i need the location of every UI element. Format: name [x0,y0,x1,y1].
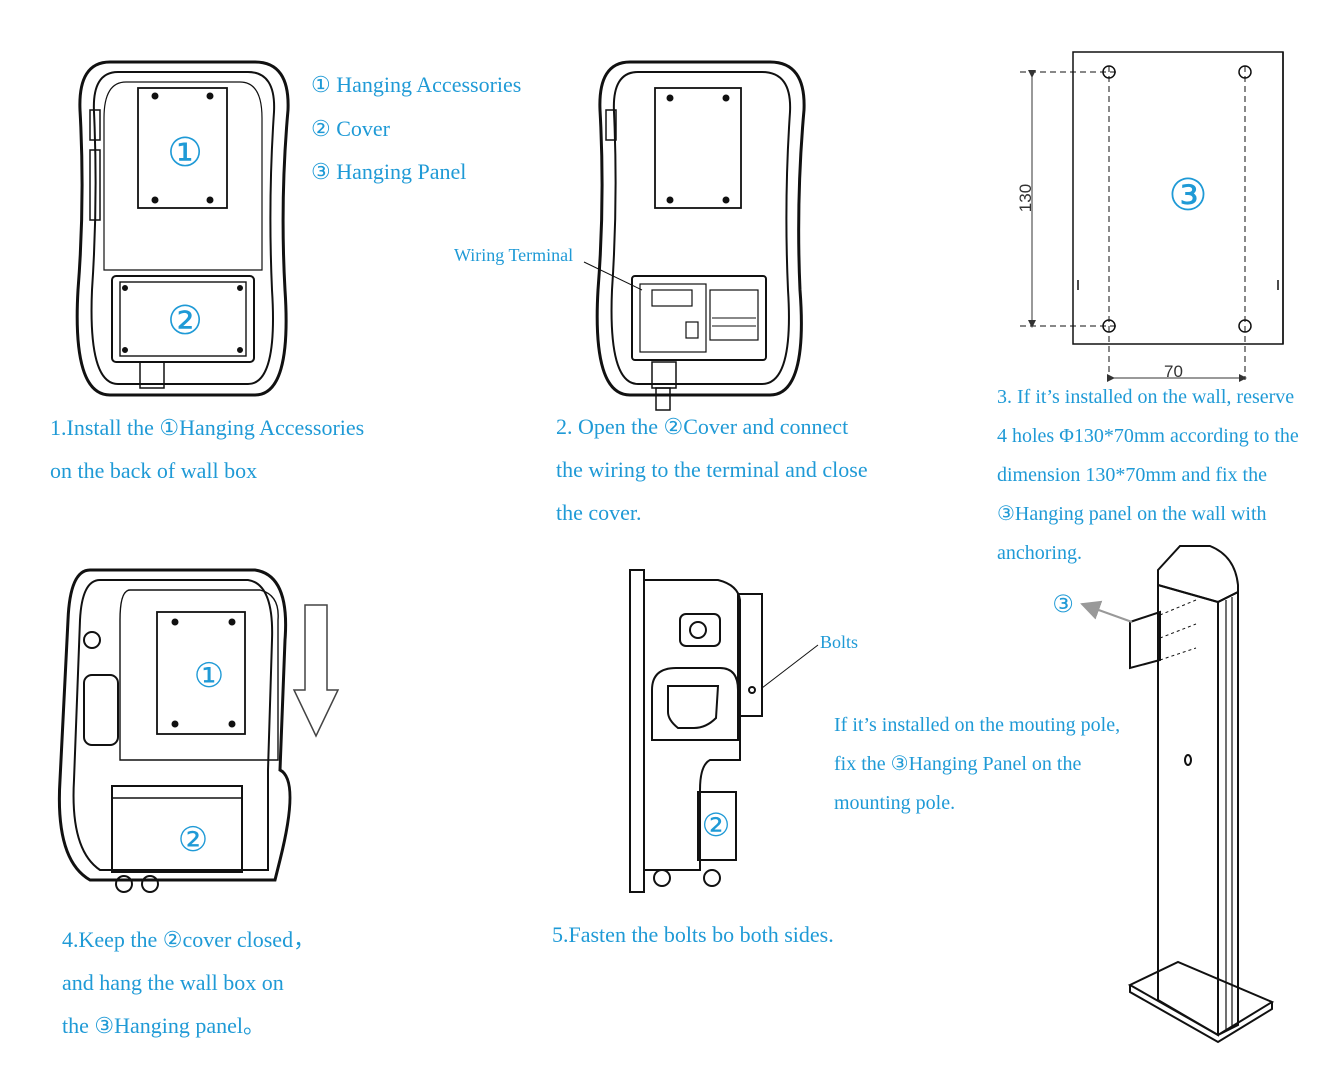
step-3-line-2: 4 holes Φ130*70mm according to the [997,425,1299,447]
fig1-circle-1: ① [167,130,203,176]
step-3-line-4: ③Hanging panel on the wall with [997,503,1267,525]
wallbox-side-figure [629,569,763,893]
mounting-pole-figure [1127,545,1275,1044]
dimension-70: 70 [1164,362,1183,381]
step-5-text: 5.Fasten the bolts bo both sides. [552,922,834,947]
wallbox-hanging-figure [57,568,292,893]
pole-circle-3: ③ [1052,590,1074,618]
down-arrow-icon [292,604,340,738]
wiring-terminal-leader [583,261,643,291]
bolts-label: Bolts [820,632,859,652]
fig3-circle-3: ③ [1168,170,1208,221]
pole-line-2: fix the ③Hanging Panel on the [834,753,1082,775]
legend-item-cover: ② Cover [311,116,390,141]
step-3-line-3: dimension 130*70mm and fix the [997,464,1267,486]
legend-item-hanging-accessories: ① Hanging Accessories [311,72,522,97]
step-4-line-1: 4.Keep the ②cover closed， [62,927,316,952]
step-2-line-3: the cover. [556,500,642,525]
pole-line-3: mounting pole. [834,792,956,814]
legend-item-hanging-panel: ③ Hanging Panel [311,159,467,184]
fig4-circle-2: ② [177,820,209,860]
dimension-130: 130 [1016,183,1036,213]
wiring-terminal-label: Wiring Terminal [454,245,574,265]
step-3-line-1: 3. If it’s installed on the wall, reserv… [997,386,1295,408]
step-4-line-2: and hang the wall box on [62,970,284,995]
step-4-text: 4.Keep the ②cover closed， and hang the w… [62,918,315,1047]
fig4-circle-1: ① [193,656,225,696]
wallbox-back-figure [75,60,290,397]
fig5-circle-2: ② [701,806,731,844]
pole-install-text: If it’s installed on the mouting pole, f… [834,706,1120,823]
pole-line-1: If it’s installed on the mouting pole, [834,714,1121,736]
fig1-circle-2: ② [167,298,203,344]
pole-panel-arrow [1080,600,1133,623]
step-1-text: 1.Install the ①Hanging Accessories on th… [50,406,364,492]
step-2-line-2: the wiring to the terminal and close [556,457,868,482]
hanging-panel-figure [1020,51,1284,382]
step-4-line-3: the ③Hanging panel。 [62,1013,266,1038]
wallbox-front-figure [595,60,806,411]
step-3-text: 3. If it’s installed on the wall, reserv… [997,378,1299,573]
step-2-line-1: 2. Open the ②Cover and connect [556,414,849,439]
step-1-line-1: 1.Install the ①Hanging Accessories [50,415,365,440]
step-1-line-2: on the back of wall box [50,458,258,483]
step-3-line-5: anchoring. [997,542,1082,564]
bolts-leader [761,644,819,689]
step-2-text: 2. Open the ②Cover and connect the wirin… [556,405,868,534]
